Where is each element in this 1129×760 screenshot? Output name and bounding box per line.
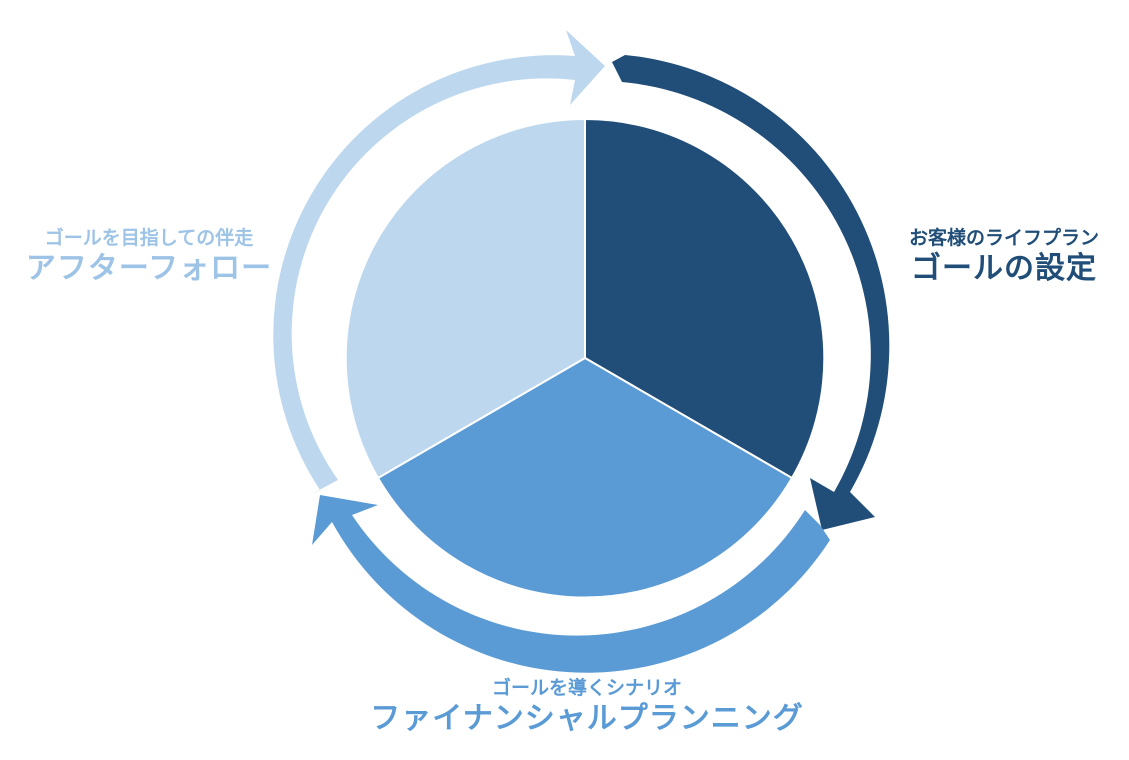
pie-sector-goal-setting [584, 117, 826, 480]
stage-subtitle: ゴールを導くシナリオ [491, 677, 682, 699]
cycle-arrow-after-to-goal [273, 30, 605, 496]
stage-title: アフターフォロー [25, 251, 273, 286]
pie-sector-after-follow [344, 117, 586, 480]
stage-subtitle: お客様のライフプラン [908, 227, 1099, 249]
stage-title: ファイナンシャルプランニング [370, 701, 804, 736]
stage-label-financial-planning: ゴールを導くシナリオ ファイナンシャルプランニング [352, 676, 822, 738]
cycle-arrow-planning-to-after [312, 495, 830, 673]
stage-subtitle: ゴールを目指しての伴走 [44, 227, 254, 249]
stage-label-after-follow: ゴールを目指しての伴走 アフターフォロー [6, 226, 292, 288]
stage-title: ゴールの設定 [911, 251, 1097, 286]
cycle-arrow-goal-to-planning [612, 55, 890, 530]
stage-label-goal-setting: お客様のライフプラン ゴールの設定 [886, 226, 1122, 288]
pie-sector-financial-planning [376, 356, 794, 599]
